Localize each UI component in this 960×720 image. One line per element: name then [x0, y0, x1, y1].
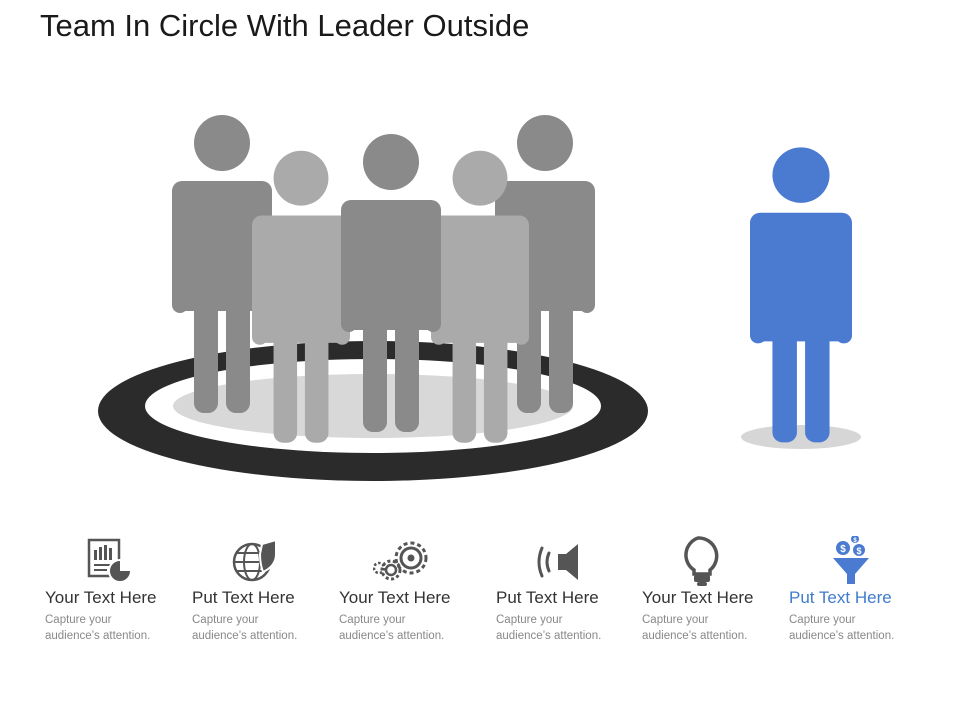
feature-description: Capture your audience’s attention.	[789, 612, 929, 644]
speaker-icon	[534, 536, 590, 586]
globe-shield-icon	[232, 536, 288, 586]
feature-heading: Your Text Here	[642, 588, 754, 608]
lightbulb-icon	[678, 536, 734, 586]
gears-icon	[373, 536, 429, 586]
feature-heading: Put Text Here	[789, 588, 892, 608]
feature-description: Capture your audience’s attention.	[642, 612, 782, 644]
svg-text:$: $	[840, 544, 846, 555]
team-circle-diagram	[0, 0, 960, 520]
chart-document-icon	[85, 536, 141, 586]
feature-description: Capture your audience’s attention.	[192, 612, 332, 644]
feature-heading: Your Text Here	[339, 588, 451, 608]
feature-description: Capture your audience’s attention.	[339, 612, 479, 644]
features-row: Your Text Here Capture your audience’s a…	[0, 530, 960, 660]
money-funnel-icon: $ $ $	[831, 536, 887, 586]
feature-description: Capture your audience’s attention.	[496, 612, 636, 644]
leader-figure	[741, 147, 861, 449]
svg-text:$: $	[856, 546, 861, 556]
feature-heading: Your Text Here	[45, 588, 157, 608]
feature-description: Capture your audience’s attention.	[45, 612, 185, 644]
feature-heading: Put Text Here	[192, 588, 295, 608]
feature-heading: Put Text Here	[496, 588, 599, 608]
